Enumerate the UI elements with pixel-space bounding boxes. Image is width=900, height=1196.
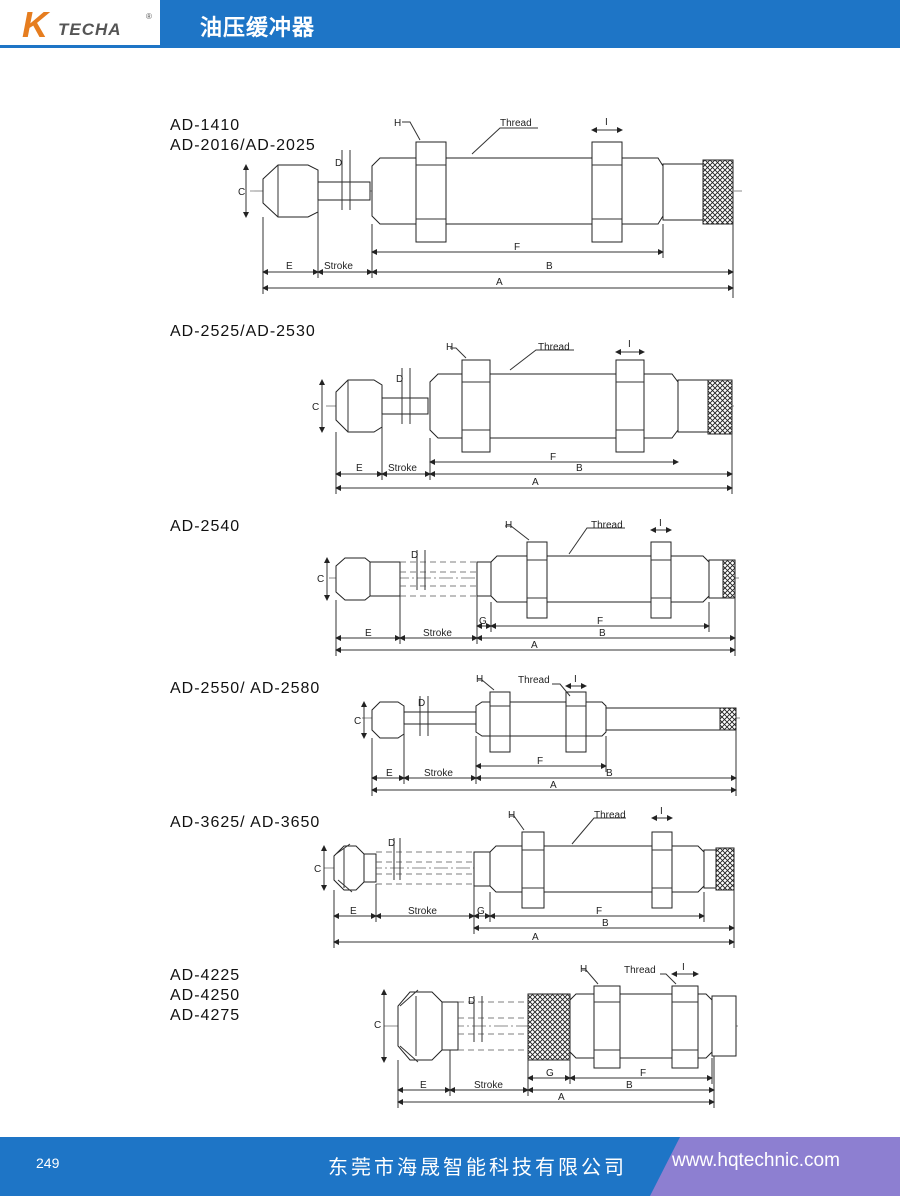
company-name: 东莞市海晟智能科技有限公司 <box>328 1155 627 1179</box>
model-label: AD-4225 <box>170 967 241 984</box>
c-label: C <box>314 864 321 875</box>
d-label: D <box>396 374 403 385</box>
c-label: C <box>312 402 319 413</box>
e-label: E <box>356 463 363 474</box>
website-link[interactable]: www.hqtechnic.com <box>672 1150 840 1171</box>
model-label-group-1: AD-1410 AD-2016/AD-2025 <box>170 116 316 156</box>
e-label: E <box>286 261 293 272</box>
thread-label: Thread <box>624 965 656 976</box>
h-label: H <box>394 118 401 129</box>
shock-absorber-drawing-3: D C H Thread I G F E Stroke B A <box>317 518 739 656</box>
stroke-label: Stroke <box>324 261 353 272</box>
g-label: G <box>546 1068 554 1079</box>
thread-label: Thread <box>538 342 570 353</box>
f-label: F <box>537 756 543 767</box>
d-label: D <box>411 550 418 561</box>
e-label: E <box>350 906 357 917</box>
shock-absorber-drawing-4: D C H Thread I F E Stroke B A <box>354 674 740 796</box>
b-label: B <box>576 463 583 474</box>
shock-absorber-drawing-6: D C H Thread I G F E Stroke B A <box>374 962 738 1108</box>
b-label: B <box>599 628 606 639</box>
stroke-label: Stroke <box>423 628 452 639</box>
h-label: H <box>508 810 515 821</box>
b-label: B <box>606 768 613 779</box>
g-label: G <box>477 906 485 917</box>
h-label: H <box>476 674 483 685</box>
model-label-group-6: AD-4225 AD-4250 AD-4275 <box>170 966 240 1026</box>
page-title: 油压缓冲器 <box>200 16 316 41</box>
model-label: AD-4250 <box>170 987 241 1004</box>
a-label: A <box>558 1092 565 1103</box>
d-label: D <box>418 698 425 709</box>
i-label: I <box>628 339 631 350</box>
f-label: F <box>640 1068 646 1079</box>
footer-accent <box>650 1137 900 1196</box>
i-label: I <box>682 962 685 973</box>
i-label: I <box>659 518 662 529</box>
h-label: H <box>446 342 453 353</box>
e-label: E <box>365 628 372 639</box>
model-label: AD-3625/ AD-3650 <box>170 814 321 831</box>
model-label: AD-2525/AD-2530 <box>170 323 316 340</box>
header-bar: K TECHA ® 油压缓冲器 <box>0 0 900 48</box>
d-label: D <box>388 838 395 849</box>
logo-k-mark: K <box>22 4 48 45</box>
stroke-label: Stroke <box>408 906 437 917</box>
i-label: I <box>660 806 663 817</box>
h-label: H <box>580 964 587 975</box>
shock-absorber-drawing-5: D C H Thread I G F E Stroke B A <box>314 806 736 948</box>
f-label: F <box>597 616 603 627</box>
c-label: C <box>238 187 245 198</box>
thread-label: Thread <box>591 520 623 531</box>
a-label: A <box>496 277 503 288</box>
f-label: F <box>514 242 520 253</box>
i-label: I <box>605 117 608 128</box>
page-number: 249 <box>36 1155 60 1171</box>
f-label: F <box>596 906 602 917</box>
b-label: B <box>546 261 553 272</box>
c-label: C <box>354 716 361 727</box>
h-label: H <box>505 520 512 531</box>
logo[interactable]: K TECHA ® <box>0 0 160 48</box>
model-label: AD-2540 <box>170 518 241 535</box>
logo-registered-mark: ® <box>146 12 152 21</box>
shock-absorber-drawing-1: D C H Thread I F E Stroke B A <box>238 117 742 298</box>
thread-label: Thread <box>518 675 550 686</box>
d-label: D <box>468 996 475 1007</box>
model-label: AD-2016/AD-2025 <box>170 137 316 154</box>
stroke-label: Stroke <box>424 768 453 779</box>
model-label-group-5: AD-3625/ AD-3650 <box>170 813 320 833</box>
g-label: G <box>479 616 487 627</box>
thread-label: Thread <box>500 118 532 129</box>
shock-absorber-drawing-2: D C H Thread I F E Stroke B A <box>312 339 734 494</box>
f-label: F <box>550 452 556 463</box>
b-label: B <box>626 1080 633 1091</box>
thread-label: Thread <box>594 810 626 821</box>
stroke-label: Stroke <box>388 463 417 474</box>
model-label: AD-2550/ AD-2580 <box>170 680 321 697</box>
c-label: C <box>317 574 324 585</box>
model-label-group-4: AD-2550/ AD-2580 <box>170 679 320 699</box>
logo-text: TECHA <box>58 20 122 39</box>
model-label: AD-4275 <box>170 1007 241 1024</box>
model-label: AD-1410 <box>170 117 241 134</box>
stroke-label: Stroke <box>474 1080 503 1091</box>
e-label: E <box>386 768 393 779</box>
a-label: A <box>532 932 539 943</box>
footer-bar: 249 东莞市海晟智能科技有限公司 www.hqtechnic.com <box>0 1137 900 1196</box>
c-label: C <box>374 1020 381 1031</box>
b-label: B <box>602 918 609 929</box>
i-label: I <box>574 674 577 685</box>
a-label: A <box>550 780 557 791</box>
d-label: D <box>335 158 342 169</box>
model-label-group-2: AD-2525/AD-2530 <box>170 322 316 342</box>
e-label: E <box>420 1080 427 1091</box>
model-label-group-3: AD-2540 <box>170 517 240 537</box>
a-label: A <box>531 640 538 651</box>
a-label: A <box>532 477 539 488</box>
